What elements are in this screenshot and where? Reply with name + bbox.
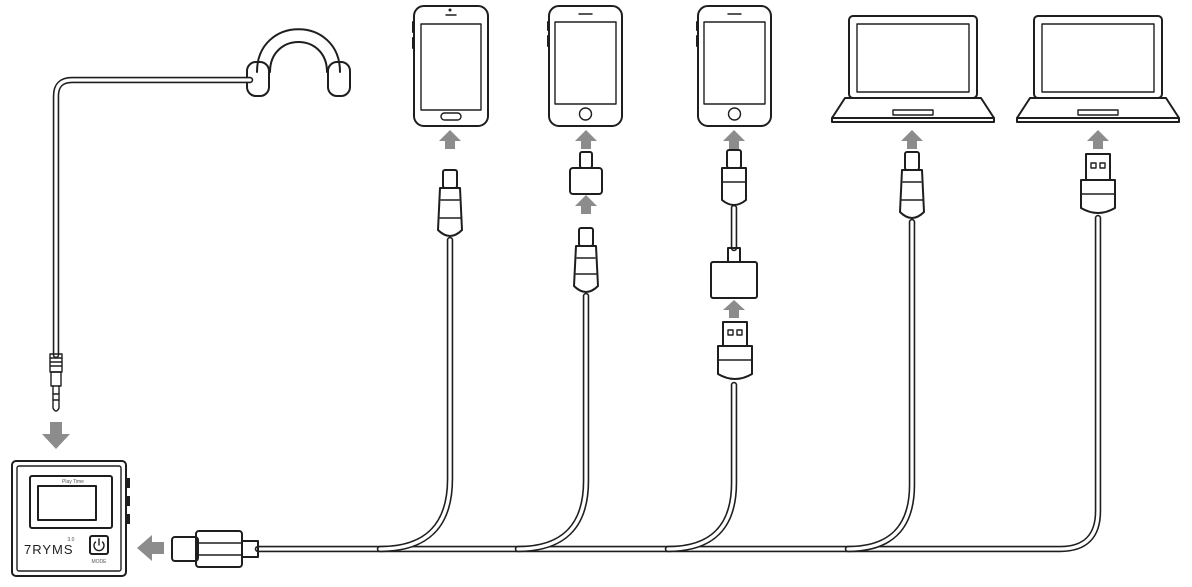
usb-c-plug (171, 530, 259, 568)
device-phone-2 (547, 5, 623, 127)
arrow-up-icon (575, 195, 597, 214)
arrow-left-icon (137, 535, 164, 561)
music-player: Play Time 3.0 7RYMS MODE (11, 460, 130, 577)
audio-cable (52, 76, 254, 359)
arrow-up-icon (723, 130, 745, 149)
arrow-up-icon (723, 300, 745, 318)
brand-label: 7RYMS (24, 542, 74, 557)
usb-a-plug (1080, 153, 1116, 214)
otg-adapter (710, 247, 758, 299)
arrow-down-icon (42, 422, 70, 449)
lightning-cable (721, 149, 747, 252)
lightning-adapter (569, 151, 603, 195)
arrow-up-icon (901, 130, 923, 149)
power-button[interactable] (89, 535, 109, 555)
audio-jack-plug (49, 353, 63, 412)
arrow-up-icon (439, 130, 461, 149)
micro-usb-plug (899, 151, 925, 219)
player-screen-bottom-text: 3.0 (68, 537, 75, 543)
mode-label: MODE (92, 559, 108, 565)
device-laptop-1 (831, 15, 995, 123)
player-screen-top-text: Play Time (62, 479, 84, 485)
main-cable (254, 214, 1102, 553)
usb-a-plug (717, 321, 753, 380)
arrow-up-icon (1087, 130, 1109, 149)
headphones-icon (246, 28, 351, 97)
micro-usb-plug (573, 227, 599, 293)
micro-usb-plug (437, 169, 463, 237)
device-phone-3 (696, 5, 772, 127)
arrow-up-icon (575, 130, 597, 149)
device-laptop-2 (1016, 15, 1180, 123)
device-phone-1 (412, 5, 489, 127)
